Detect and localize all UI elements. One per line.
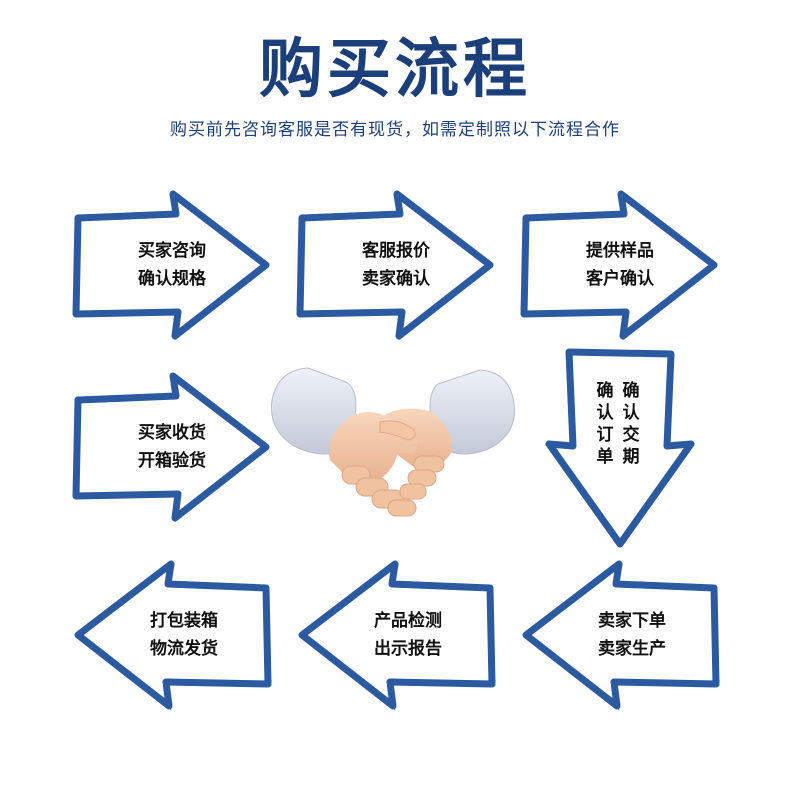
step-arrow-5: 卖家下单 卖家生产 [520, 560, 720, 711]
arrow-left-icon [522, 560, 720, 711]
arrow-left-icon [298, 560, 496, 711]
arrow-brush-texture [301, 563, 495, 711]
step-arrow-4: 确认订单 确认交期 [545, 348, 696, 548]
step-6-line-2: 出示报告 [374, 639, 442, 659]
step-1-line-2: 确认规格 [138, 269, 206, 289]
step-8-line-2: 开箱验货 [138, 451, 206, 471]
step-7-line-2: 物流发货 [150, 639, 218, 659]
step-4-column-2: 确认交期 [622, 381, 640, 467]
arrow-left-icon [74, 560, 272, 711]
step-4-column-1: 确认订单 [596, 381, 614, 467]
arrow-brush-texture [525, 563, 719, 711]
step-3-line-1: 提供样品 [586, 241, 654, 261]
arrow-brush-texture [77, 563, 271, 711]
step-arrow-3: 提供样品 客户确认 [520, 190, 720, 341]
step-6-line-1: 产品检测 [374, 611, 442, 631]
step-3-line-2: 客户确认 [586, 269, 654, 289]
arrow-brush-texture [523, 193, 717, 341]
step-arrow-1: 买家咨询 确认规格 [72, 190, 272, 341]
page-title: 购买流程 [259, 33, 531, 107]
arrow-brush-texture [75, 375, 269, 523]
step-5-line-1: 卖家下单 [598, 611, 666, 631]
arrow-right-icon [72, 372, 270, 523]
arrow-down-icon [545, 348, 696, 548]
step-arrow-6: 产品检测 出示报告 [296, 560, 496, 711]
page-subtitle: 购买前先咨询客服是否有现货，如需定制照以下流程合作 [170, 120, 620, 140]
step-1-line-1: 买家咨询 [138, 241, 206, 261]
step-7-line-1: 打包装箱 [150, 611, 218, 631]
arrow-brush-texture [75, 193, 269, 341]
step-arrow-8: 买家收货 开箱验货 [72, 372, 272, 523]
step-2-line-1: 客服报价 [362, 241, 430, 261]
arrow-brush-texture [299, 193, 493, 341]
step-8-line-1: 买家收货 [138, 423, 206, 443]
step-2-line-2: 卖家确认 [362, 269, 430, 289]
step-arrow-2: 客服报价 卖家确认 [296, 190, 496, 341]
arrow-right-icon [296, 190, 494, 341]
handshake-icon [270, 367, 516, 517]
step-5-line-2: 卖家生产 [598, 639, 666, 659]
arrow-outline [545, 348, 695, 548]
step-arrow-7: 打包装箱 物流发货 [72, 560, 272, 711]
arrow-brush-texture [548, 351, 696, 547]
arrow-right-icon [520, 190, 718, 341]
arrow-right-icon [72, 190, 270, 341]
